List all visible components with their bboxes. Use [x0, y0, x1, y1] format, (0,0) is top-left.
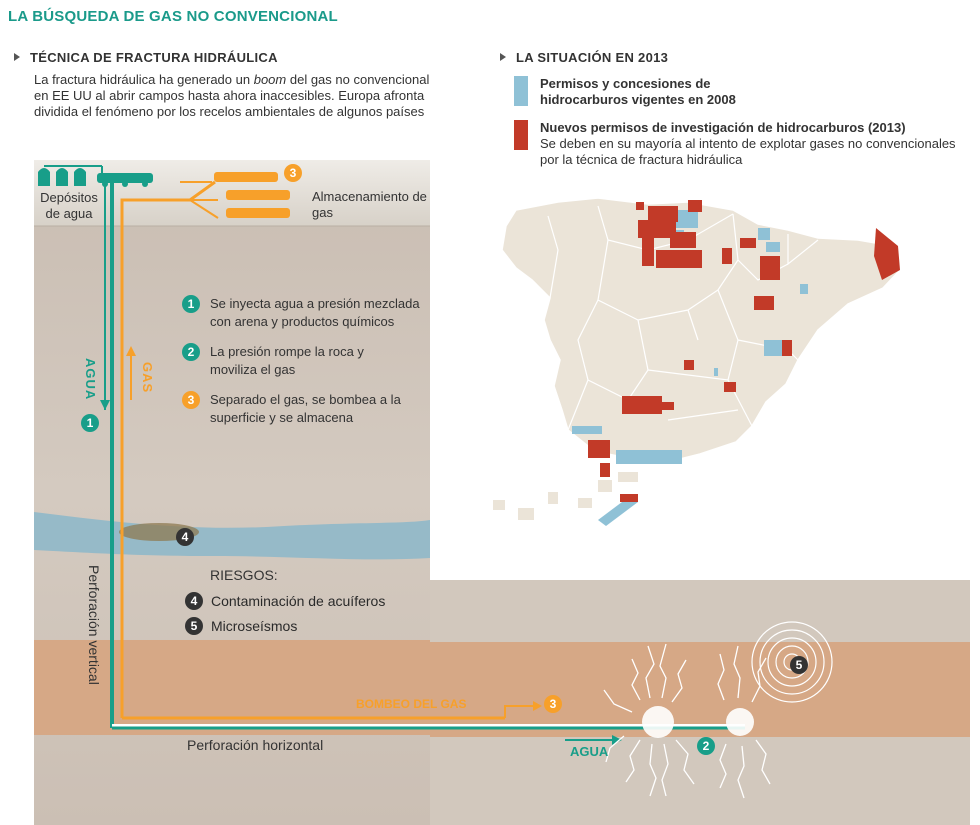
risk-1-number: 4	[185, 592, 203, 610]
bullet-triangle-icon	[14, 53, 20, 61]
aquifer-layer	[34, 512, 430, 560]
gas-pumping-label: BOMBEO DEL GAS	[356, 697, 467, 711]
risk-2: 5 Microseísmos	[185, 617, 297, 635]
legend-item-2013: Nuevos permisos de investigación de hidr…	[514, 120, 970, 168]
legend-2013-desc: Se deben en su mayoría al intento de exp…	[540, 136, 956, 167]
marker-5: 5	[790, 656, 808, 674]
technique-heading-text: TÉCNICA DE FRACTURA HIDRÁULICA	[30, 50, 278, 65]
risk-1-text: Contaminación de acuíferos	[211, 593, 386, 609]
microseism-rings	[751, 621, 833, 703]
legend-swatch-red	[514, 120, 528, 150]
gas-storage-label: Almacenamiento de gas	[312, 189, 427, 220]
mallorca	[818, 284, 848, 300]
step-2-text: La presión rompe la roca y moviliza el g…	[210, 344, 364, 377]
horizontal-drilling-label: Perforación horizontal	[187, 737, 324, 753]
marker-4: 4	[176, 528, 194, 546]
marker-3-bottom: 3	[544, 695, 562, 713]
risk-2-number: 5	[185, 617, 203, 635]
step-1: 1 Se inyecta agua a presión mezclada con…	[182, 295, 422, 331]
bullet-triangle-icon	[500, 53, 506, 61]
legend-2008-title: Permisos y concesiones de hidrocarburos …	[540, 76, 736, 107]
vertical-drilling-label: Perforación vertical	[86, 565, 102, 685]
water-deposits-label: Depósitos de agua	[40, 190, 98, 221]
step-3-number: 3	[182, 391, 200, 409]
water-tanks-icon	[38, 165, 103, 186]
step-1-text: Se inyecta agua a presión mezclada con a…	[210, 296, 420, 329]
marker-2: 2	[697, 737, 715, 755]
step-3: 3 Separado el gas, se bombea a la superf…	[182, 391, 422, 427]
fracture-lines	[603, 643, 771, 799]
permits-2013	[588, 200, 900, 502]
intro-italic: boom	[253, 72, 287, 87]
intro-part-1: La fractura hidráulica ha generado un	[34, 72, 254, 87]
canary-islands	[493, 472, 638, 520]
technique-heading: TÉCNICA DE FRACTURA HIDRÁULICA	[14, 50, 278, 65]
water-trucks-icon	[97, 173, 153, 187]
marker-3-top: 3	[284, 164, 302, 182]
legend-item-2008: Permisos y concesiones de hidrocarburos …	[514, 76, 780, 108]
mainland-spain	[501, 197, 901, 463]
risk-2-text: Microseísmos	[211, 618, 298, 634]
situation-heading-text: LA SITUACIÓN EN 2013	[516, 50, 669, 65]
gas-vertical-label: GAS	[140, 362, 155, 394]
water-horizontal-label: AGUA	[570, 744, 609, 759]
intro-part-2: del gas no convencional en EE UU al abri…	[34, 72, 430, 119]
page-title: LA BÚSQUEDA DE GAS NO CONVENCIONAL	[8, 8, 338, 25]
step-1-number: 1	[182, 295, 200, 313]
step-2-number: 2	[182, 343, 200, 361]
marker-1: 1	[81, 414, 99, 432]
situation-heading: LA SITUACIÓN EN 2013	[500, 50, 668, 65]
step-3-text: Separado el gas, se bombea a la superfic…	[210, 392, 401, 425]
legend-2013-title: Nuevos permisos de investigación de hidr…	[540, 120, 906, 135]
legend-swatch-blue	[514, 76, 528, 106]
gas-trucks-icon	[214, 172, 290, 218]
step-2: 2 La presión rompe la roca y moviliza el…	[182, 343, 422, 379]
steps-list: 1 Se inyecta agua a presión mezclada con…	[182, 295, 422, 427]
gas-pipe	[120, 180, 216, 718]
risks-heading: RIESGOS:	[210, 567, 278, 583]
technique-intro: La fractura hidráulica ha generado un bo…	[34, 72, 434, 120]
deep-geology-layers	[430, 580, 970, 825]
shale-layer	[430, 642, 970, 737]
spain-map	[493, 197, 901, 526]
risk-1: 4 Contaminación de acuíferos	[185, 592, 385, 610]
water-vertical-label: AGUA	[83, 358, 98, 401]
